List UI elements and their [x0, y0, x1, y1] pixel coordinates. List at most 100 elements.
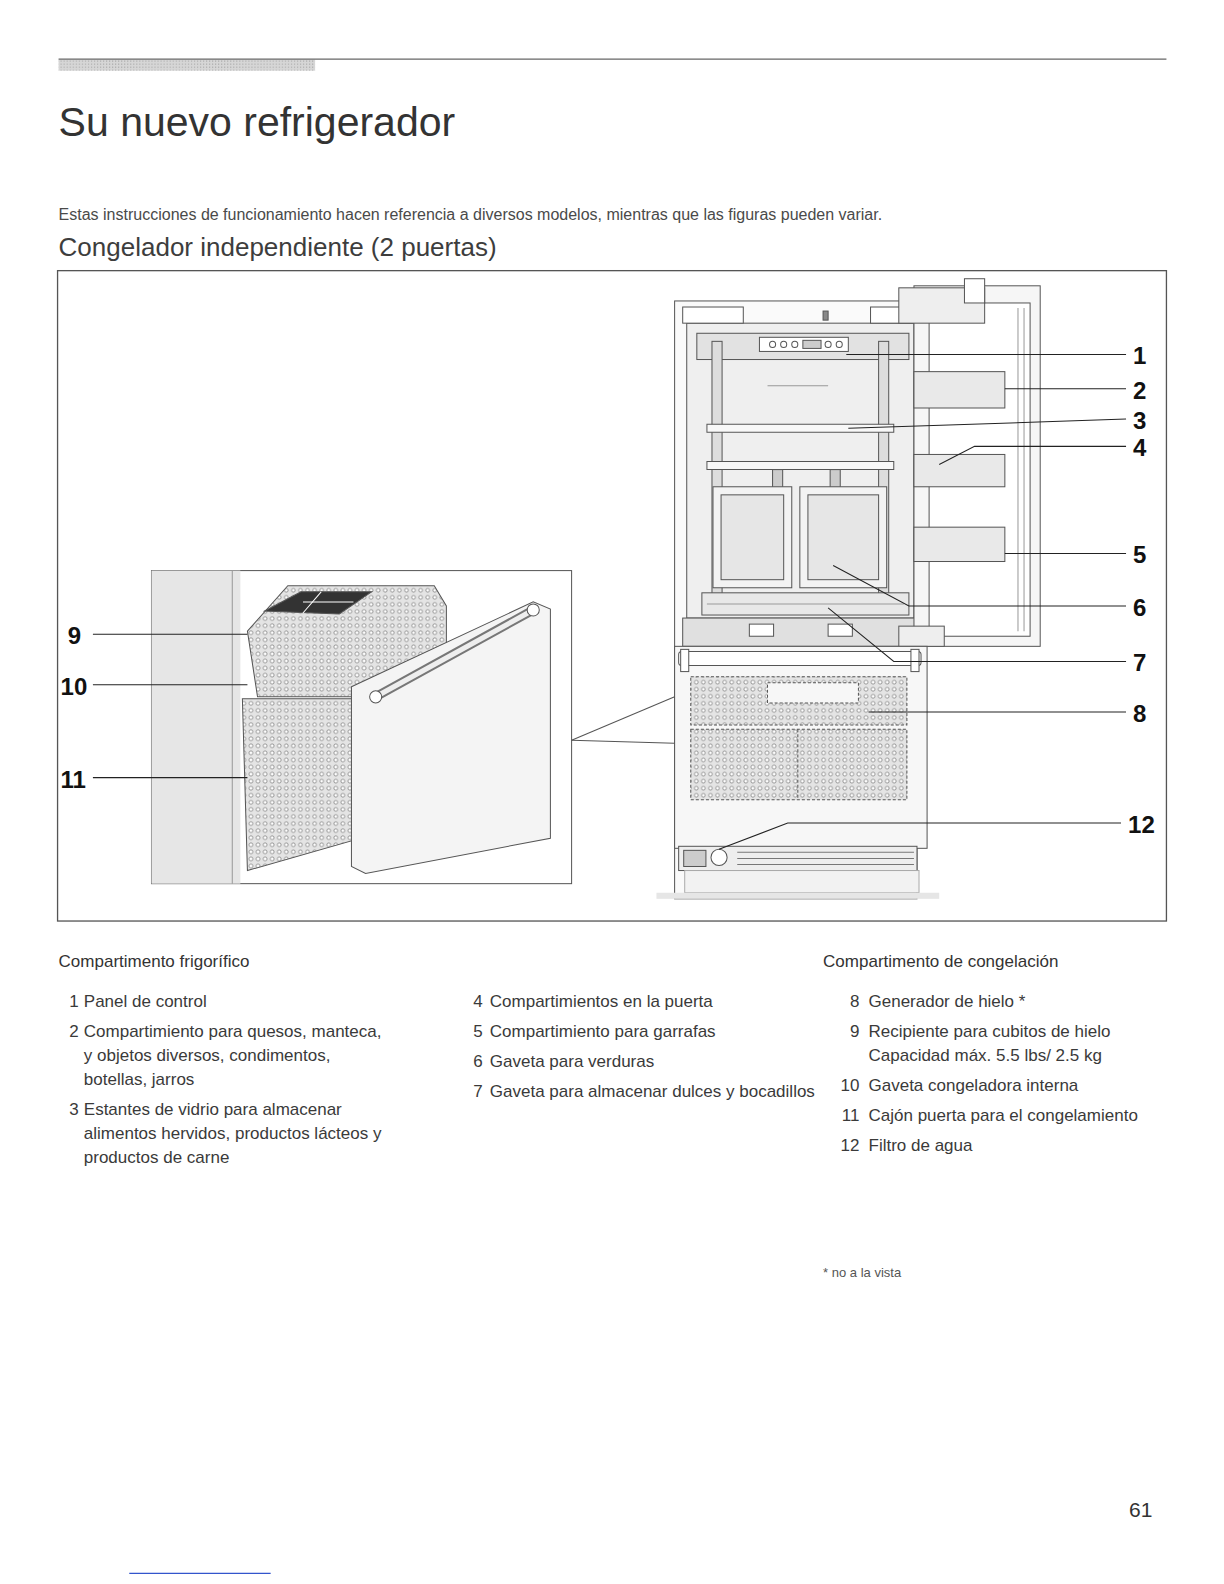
- callout-number: 1: [1133, 341, 1146, 371]
- refrigerator-drawing-part: [707, 603, 904, 604]
- page-number: 61: [1129, 1497, 1152, 1523]
- column-heading: Compartimento de congelación: [823, 951, 1058, 972]
- refrigerator-drawing-part: [697, 333, 909, 359]
- item-number: 9: [829, 1020, 859, 1044]
- drawer-detail-part: [151, 571, 240, 884]
- refrigerator-drawing-part: [828, 624, 852, 636]
- refrigerator-drawing-part: [707, 462, 894, 470]
- refrigerator-drawing-part: [1017, 308, 1018, 631]
- refrigerator-drawing-part: [683, 618, 917, 646]
- item-text: Filtro de agua: [869, 1134, 1179, 1158]
- item-number: 7: [453, 1080, 483, 1104]
- page-illustration-part: [58, 59, 1167, 1573]
- refrigerator-drawing-part: [914, 454, 1005, 486]
- detail-connector: [572, 697, 675, 743]
- refrigerator-drawing-part: [1024, 308, 1025, 631]
- item-text: Compartimientos en la puerta: [490, 990, 820, 1014]
- refrigerator-drawing-part: [721, 495, 784, 580]
- refrigerator-drawing-part: [911, 649, 919, 671]
- refrigerator-drawing-part: [683, 307, 744, 323]
- drawer-detail-part: [303, 601, 353, 602]
- leader-line-part: [833, 566, 1126, 606]
- leader-line-part: [1005, 553, 1126, 554]
- item-text: Gaveta congeladora interna: [869, 1074, 1179, 1098]
- refrigerator-drawing-part: [679, 846, 917, 870]
- header-rule-part: [59, 60, 316, 71]
- callout-number: 4: [1133, 433, 1146, 463]
- refrigerator-drawing-part: [691, 729, 907, 800]
- intro-text: Estas instrucciones de funcionamiento ha…: [59, 205, 883, 225]
- item-text: Gaveta para verduras: [490, 1050, 820, 1074]
- item-text: Generador de hielo *: [869, 990, 1179, 1014]
- refrigerator-drawing-part: [681, 649, 689, 671]
- refrigerator-drawing-part: [964, 279, 984, 303]
- callout-number: 12: [1128, 810, 1155, 840]
- refrigerator-drawing-part: [768, 385, 829, 386]
- item-text: Cajón puerta para el congelamiento: [869, 1104, 1179, 1128]
- refrigerator-drawing-part: [823, 311, 828, 320]
- footnote: * no a la vista: [823, 1265, 901, 1281]
- leader-line-part: [93, 684, 248, 685]
- item-number: 5: [453, 1020, 483, 1044]
- drawer-detail-part: [232, 571, 233, 884]
- refrigerator-drawing-part: [914, 372, 1005, 408]
- callout-number: 7: [1133, 648, 1146, 678]
- callout-number: 11: [61, 765, 86, 795]
- item-text: Gaveta para almacenar dulces y bocadillo…: [490, 1080, 820, 1104]
- refrigerator-drawing-part: [899, 626, 944, 646]
- refrigerator-drawing-part: [808, 495, 879, 580]
- header-rule: [59, 59, 1167, 71]
- drawer-detail: [151, 571, 571, 884]
- page-title: Su nuevo refrigerador: [59, 97, 456, 148]
- leader-line: [93, 354, 1126, 849]
- leader-line-part: [828, 608, 1126, 662]
- item-number: 10: [829, 1074, 859, 1098]
- drawer-detail-part: [265, 592, 372, 614]
- refrigerator-drawing-part: [737, 852, 914, 853]
- drawer-detail-part: [303, 592, 321, 613]
- refrigerator-drawing-part: [914, 286, 1040, 647]
- refrigerator-drawing-part: [711, 849, 727, 865]
- item-text: Panel de control: [84, 990, 384, 1014]
- refrigerator-drawing-part: [914, 527, 1005, 561]
- refrigerator-drawing-part: [781, 341, 787, 347]
- refrigerator-drawing-part: [749, 624, 773, 636]
- drawer-detail-part: [151, 571, 571, 884]
- refrigerator-drawing-part: [713, 487, 792, 588]
- refrigerator-drawing-part: [702, 593, 909, 615]
- callout-number: 8: [1133, 699, 1146, 729]
- header-rule-part: [59, 58, 1167, 59]
- refrigerator-drawing-part: [803, 340, 821, 348]
- leader-line-part: [93, 634, 248, 635]
- detail-connector-part: [572, 697, 675, 740]
- item-number: 4: [453, 990, 483, 1014]
- callout-number: 2: [1133, 376, 1146, 406]
- refrigerator-drawing-part: [707, 424, 894, 432]
- item-number: 12: [829, 1134, 859, 1158]
- refrigerator-drawing-part: [656, 893, 939, 899]
- item-number: 11: [829, 1104, 859, 1128]
- refrigerator-drawing-part: [792, 341, 798, 347]
- refrigerator-drawing-part: [737, 864, 914, 865]
- item-text: Estantes de vidrio para almacenar alimen…: [84, 1098, 384, 1170]
- refrigerator-drawing-part: [737, 858, 914, 859]
- footer-rule-part: [129, 1573, 270, 1574]
- leader-line-part: [846, 354, 1126, 355]
- item-text: Compartimiento para garrafas: [490, 1020, 820, 1044]
- refrigerator-drawing-part: [768, 683, 859, 703]
- refrigerator-drawing-part: [800, 487, 887, 588]
- callout-number: 3: [1133, 406, 1146, 436]
- leader-line-part: [848, 419, 1126, 428]
- item-number: 2: [49, 1020, 79, 1044]
- refrigerator-drawing-part: [836, 341, 842, 347]
- footer-rule: [129, 1573, 270, 1574]
- leader-line-part: [869, 711, 1127, 712]
- drawer-detail-part: [351, 602, 550, 874]
- refrigerator-drawing-part: [675, 646, 927, 848]
- item-number: 3: [49, 1098, 79, 1122]
- callout-number: 6: [1133, 593, 1146, 623]
- refrigerator-drawing-part: [685, 871, 919, 893]
- refrigerator-drawing: [656, 279, 1040, 899]
- column-heading: Compartimento frigorífico: [59, 951, 250, 972]
